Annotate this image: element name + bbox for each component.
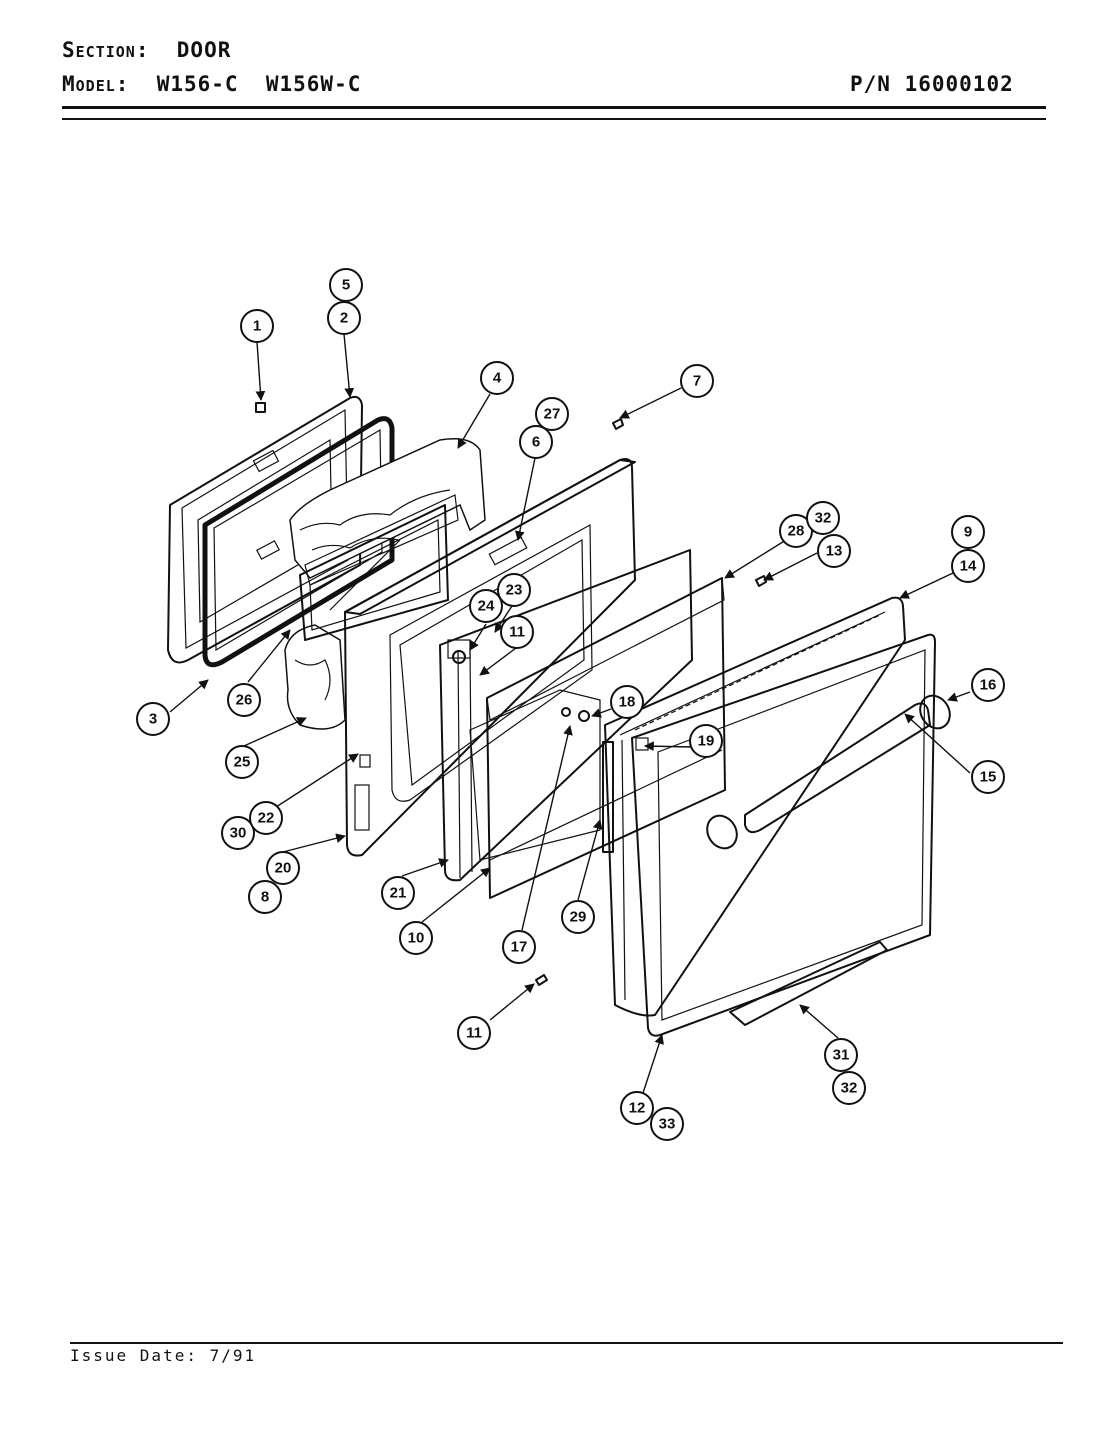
callout-18-label: 18	[619, 694, 636, 711]
callout-14: 14	[951, 549, 985, 583]
callout-19: 19	[689, 724, 723, 758]
glass-pack	[299, 504, 449, 641]
pn-value: 16000102	[904, 72, 1014, 96]
callout-16: 16	[971, 668, 1005, 702]
callout-26: 26	[227, 683, 261, 717]
inner-frame-panel	[439, 549, 693, 882]
section-label: Section:	[62, 38, 150, 62]
callout-13: 13	[817, 534, 851, 568]
callout-29: 29	[561, 900, 595, 934]
callout-24-label: 24	[478, 598, 495, 615]
pn-label: P/N	[850, 72, 891, 96]
callout-8: 8	[248, 880, 282, 914]
part-number: P/N 16000102	[850, 72, 1014, 96]
callout-12-label: 12	[629, 1100, 646, 1117]
callout-2-label: 2	[340, 310, 348, 327]
callout-3-label: 3	[149, 711, 157, 728]
callout-30: 30	[221, 816, 255, 850]
callout-32-lower: 32	[832, 1071, 866, 1105]
callout-6-label: 6	[532, 434, 540, 451]
callout-25: 25	[225, 745, 259, 779]
callout-11-upper-label: 11	[509, 624, 525, 641]
callout-33-label: 33	[659, 1116, 676, 1133]
callout-20: 20	[266, 851, 300, 885]
callout-7-label: 7	[693, 373, 701, 390]
callout-9: 9	[951, 515, 985, 549]
callout-11-upper: 11	[500, 615, 534, 649]
outer-door-panel	[631, 633, 936, 1037]
callout-19-label: 19	[698, 733, 715, 750]
callout-13-label: 13	[826, 543, 843, 560]
callout-22: 22	[249, 801, 283, 835]
insulation-bottom	[284, 624, 346, 730]
callout-11-lower-label: 11	[466, 1025, 482, 1042]
section-line: Section: DOOR	[62, 38, 231, 62]
callout-10: 10	[399, 921, 433, 955]
callout-21-label: 21	[390, 885, 407, 902]
callout-2: 2	[327, 301, 361, 335]
callout-30-label: 30	[230, 825, 247, 842]
callout-18: 18	[610, 685, 644, 719]
callout-8-label: 8	[261, 889, 269, 906]
inner-door-panel	[344, 458, 636, 857]
callout-29-label: 29	[570, 909, 587, 926]
callout-12: 12	[620, 1091, 654, 1125]
callout-7: 7	[680, 364, 714, 398]
callout-23: 23	[497, 573, 531, 607]
callout-27: 27	[535, 397, 569, 431]
model-line: Model: W156-C W156W-C	[62, 72, 361, 96]
callout-26-label: 26	[236, 692, 253, 709]
header-rule-thick	[62, 106, 1046, 109]
callout-27-label: 27	[544, 406, 561, 423]
model-value: W156-C W156W-C	[156, 72, 362, 96]
callout-23-label: 23	[506, 582, 523, 599]
callout-5: 5	[329, 268, 363, 302]
callout-21: 21	[381, 876, 415, 910]
callout-16-label: 16	[980, 677, 997, 694]
header-rule-thin	[62, 118, 1046, 120]
callout-1-label: 1	[253, 318, 261, 335]
callout-32-lower-label: 32	[841, 1080, 858, 1097]
model-label: Model:	[62, 72, 130, 96]
callout-17-label: 17	[511, 939, 528, 956]
callout-31: 31	[824, 1038, 858, 1072]
callout-14-label: 14	[960, 558, 977, 575]
section-value: DOOR	[176, 38, 232, 62]
callout-28: 28	[779, 514, 813, 548]
callout-5-label: 5	[342, 277, 350, 294]
callout-11-lower: 11	[457, 1016, 491, 1050]
callout-4: 4	[480, 361, 514, 395]
outer-door-frame	[602, 596, 906, 1017]
insulation-top	[289, 438, 486, 586]
footer-rule	[70, 1342, 1063, 1344]
issue-value: 7/91	[209, 1346, 257, 1365]
callout-22-label: 22	[258, 810, 275, 827]
issue-date: Issue Date: 7/91	[70, 1346, 256, 1365]
callout-33: 33	[650, 1107, 684, 1141]
callout-15: 15	[971, 760, 1005, 794]
callout-6: 6	[519, 425, 553, 459]
callout-10-label: 10	[408, 930, 425, 947]
issue-label: Issue Date:	[70, 1346, 198, 1365]
door-handle	[706, 694, 951, 850]
callout-25-label: 25	[234, 754, 251, 771]
window-panel	[469, 577, 726, 899]
callout-1: 1	[240, 309, 274, 343]
callout-3: 3	[136, 702, 170, 736]
callout-17: 17	[502, 930, 536, 964]
callout-4-label: 4	[493, 370, 502, 387]
callout-15-label: 15	[980, 769, 997, 786]
callout-24: 24	[469, 589, 503, 623]
small-hardware	[255, 402, 767, 986]
bottom-trim	[729, 941, 888, 1026]
callout-20-label: 20	[275, 860, 292, 877]
door-gasket	[202, 416, 395, 668]
callout-31-label: 31	[833, 1047, 850, 1064]
callout-32-upper-label: 32	[815, 510, 832, 527]
callout-28-label: 28	[788, 523, 805, 540]
callout-32-upper: 32	[806, 501, 840, 535]
callout-9-label: 9	[964, 524, 972, 541]
